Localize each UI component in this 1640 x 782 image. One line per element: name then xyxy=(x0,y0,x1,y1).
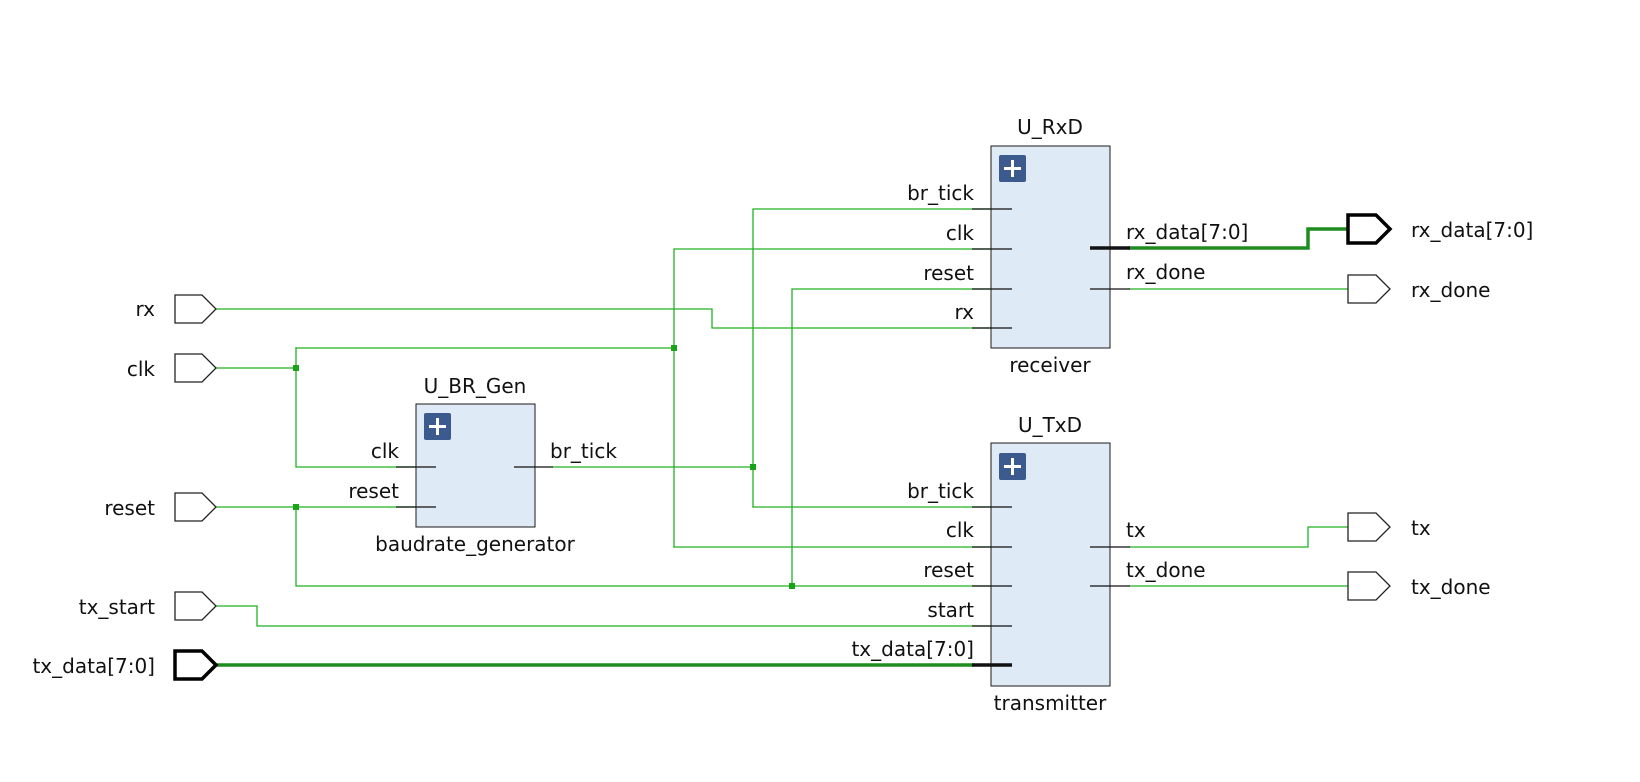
rxd-pin-reset-label: reset xyxy=(923,261,974,285)
br-gen-pin-reset-label: reset xyxy=(348,479,399,503)
wire-br-tick-to-rxd[interactable] xyxy=(752,208,1013,508)
port-rx-done-shape[interactable] xyxy=(1347,274,1391,304)
input-port-clk[interactable]: clk xyxy=(127,353,217,383)
rxd-pin-rx-data-label: rx_data[7:0] xyxy=(1126,220,1248,244)
txd-pin-tx-done-label: tx_done xyxy=(1126,558,1206,582)
port-tx-start-label: tx_start xyxy=(79,595,155,619)
input-port-rx[interactable]: rx xyxy=(135,294,217,324)
txd-pin-clk-label: clk xyxy=(946,518,975,542)
port-tx-data-label: tx_data[7:0] xyxy=(32,654,155,678)
port-reset-shape[interactable] xyxy=(174,492,217,522)
br-gen-instance-name: U_BR_Gen xyxy=(424,374,527,398)
output-port-rx-done[interactable]: rx_done xyxy=(1347,274,1490,304)
input-port-tx-data[interactable]: tx_data[7:0] xyxy=(32,649,219,681)
rxd-module-name: receiver xyxy=(1009,353,1091,377)
port-rx-done-label: rx_done xyxy=(1411,278,1490,302)
port-tx-done-label: tx_done xyxy=(1411,575,1491,599)
output-port-rx-data[interactable]: rx_data[7:0] xyxy=(1346,213,1533,245)
br-gen-module-name: baudrate_generator xyxy=(375,532,575,556)
port-rx-label: rx xyxy=(135,297,155,321)
wire-reset-trunk[interactable] xyxy=(295,506,1013,587)
rxd-instance-name: U_RxD xyxy=(1017,115,1083,139)
input-ports: rx clk reset tx_start tx_data[7:0] xyxy=(32,294,219,681)
txd-pin-br-tick-label: br_tick xyxy=(907,479,974,503)
block-br-gen[interactable]: U_BR_Gen clk reset br_tick baudrate_gene… xyxy=(348,374,617,556)
expand-plus-icon[interactable] xyxy=(424,413,451,440)
wire-clk-to-rxd[interactable] xyxy=(673,248,1013,548)
rxd-pin-rx-done-label: rx_done xyxy=(1126,260,1205,284)
input-port-tx-start[interactable]: tx_start xyxy=(79,591,217,621)
txd-pin-tx-data-label: tx_data[7:0] xyxy=(851,637,974,661)
port-tx-label: tx xyxy=(1411,516,1431,540)
port-rx-data-label: rx_data[7:0] xyxy=(1411,218,1533,242)
junction-dot xyxy=(750,464,756,470)
port-reset-label: reset xyxy=(104,496,155,520)
txd-instance-name: U_TxD xyxy=(1018,413,1082,437)
rxd-pin-rx-label: rx xyxy=(954,300,974,324)
port-tx-done-shape[interactable] xyxy=(1347,571,1391,601)
br-gen-pin-br-tick-label: br_tick xyxy=(550,439,617,463)
input-port-reset[interactable]: reset xyxy=(104,492,217,522)
block-rxd[interactable]: U_RxD br_tick clk reset rx rx_data[7:0] … xyxy=(907,115,1248,377)
txd-module-name: transmitter xyxy=(994,691,1107,715)
txd-body[interactable] xyxy=(990,442,1111,687)
txd-pin-tx-label: tx xyxy=(1126,518,1146,542)
expand-plus-icon[interactable] xyxy=(999,155,1026,182)
port-clk-shape[interactable] xyxy=(174,353,217,383)
br-gen-pin-clk-label: clk xyxy=(371,439,400,463)
txd-pin-reset-label: reset xyxy=(923,558,974,582)
junction-dot xyxy=(293,365,299,371)
wire-tx[interactable] xyxy=(1129,526,1349,548)
port-rx-shape[interactable] xyxy=(174,294,217,324)
wire-clk-to-brgen[interactable] xyxy=(215,367,437,468)
output-port-tx[interactable]: tx xyxy=(1347,512,1431,542)
output-ports: rx_data[7:0] rx_done tx tx_done xyxy=(1346,213,1533,601)
rxd-pin-br-tick-label: br_tick xyxy=(907,181,974,205)
junction-dot xyxy=(789,583,795,589)
wire-rx-data-bus[interactable] xyxy=(1128,227,1350,250)
junction-dot xyxy=(671,345,677,351)
expand-plus-icon[interactable] xyxy=(999,453,1026,480)
port-rx-data-shape[interactable] xyxy=(1346,213,1393,245)
wire-junctions xyxy=(293,345,795,589)
rxd-pin-clk-label: clk xyxy=(946,221,975,245)
junction-dot xyxy=(293,504,299,510)
net-wires xyxy=(214,208,1350,667)
port-tx-shape[interactable] xyxy=(1347,512,1391,542)
port-tx-data-shape[interactable] xyxy=(173,649,219,681)
block-txd[interactable]: U_TxD br_tick clk reset start tx_data[7:… xyxy=(851,413,1205,715)
port-tx-start-shape[interactable] xyxy=(174,591,217,621)
wire-tx-start[interactable] xyxy=(215,605,1013,627)
output-port-tx-done[interactable]: tx_done xyxy=(1347,571,1491,601)
txd-pin-start-label: start xyxy=(927,598,974,622)
wire-reset-to-rxd[interactable] xyxy=(791,288,1013,587)
wire-rx[interactable] xyxy=(215,308,1013,329)
port-clk-label: clk xyxy=(127,357,156,381)
